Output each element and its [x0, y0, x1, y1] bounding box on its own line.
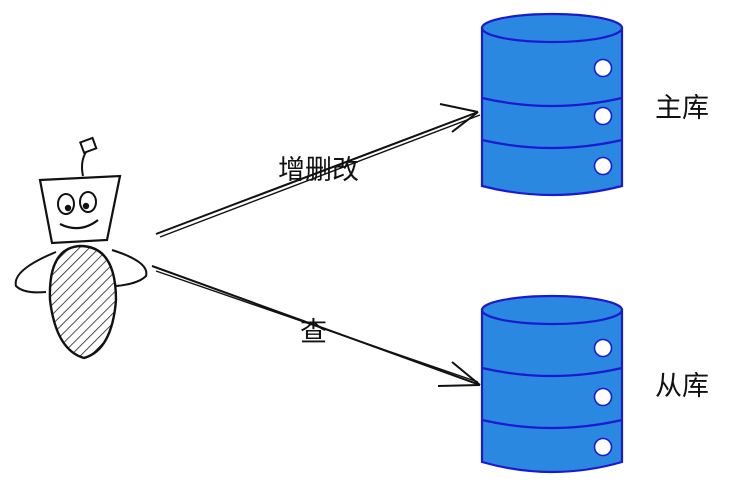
db-label-master: 主库: [655, 93, 709, 124]
robot-eye-right: [79, 191, 97, 213]
db-label-slave: 从库: [655, 371, 709, 402]
robot-head: [38, 174, 122, 245]
edge-label-read: 查: [300, 317, 327, 348]
db-slave-dot-2: [593, 387, 613, 407]
robot-arm-left: [14, 251, 57, 294]
robot-body: [48, 244, 118, 360]
db-slave-dot-3: [593, 437, 613, 457]
arrow-write: [155, 103, 481, 238]
robot-mouth: [59, 219, 99, 230]
database-slave: [480, 294, 624, 474]
edge-label-write: 增删改: [278, 155, 359, 186]
robot-antenna: [81, 151, 87, 177]
arrow-read: [151, 265, 481, 387]
db-master-dot-1: [593, 58, 613, 78]
db-slave-dot-1: [593, 338, 613, 358]
robot-eye-left: [57, 193, 75, 215]
robot-antenna-tip: [79, 136, 98, 155]
robot-figure: [14, 136, 148, 360]
db-master-dot-3: [593, 156, 613, 176]
robot-arm-right: [111, 249, 148, 287]
db-master-dot-2: [593, 106, 613, 126]
database-master: [480, 12, 624, 197]
